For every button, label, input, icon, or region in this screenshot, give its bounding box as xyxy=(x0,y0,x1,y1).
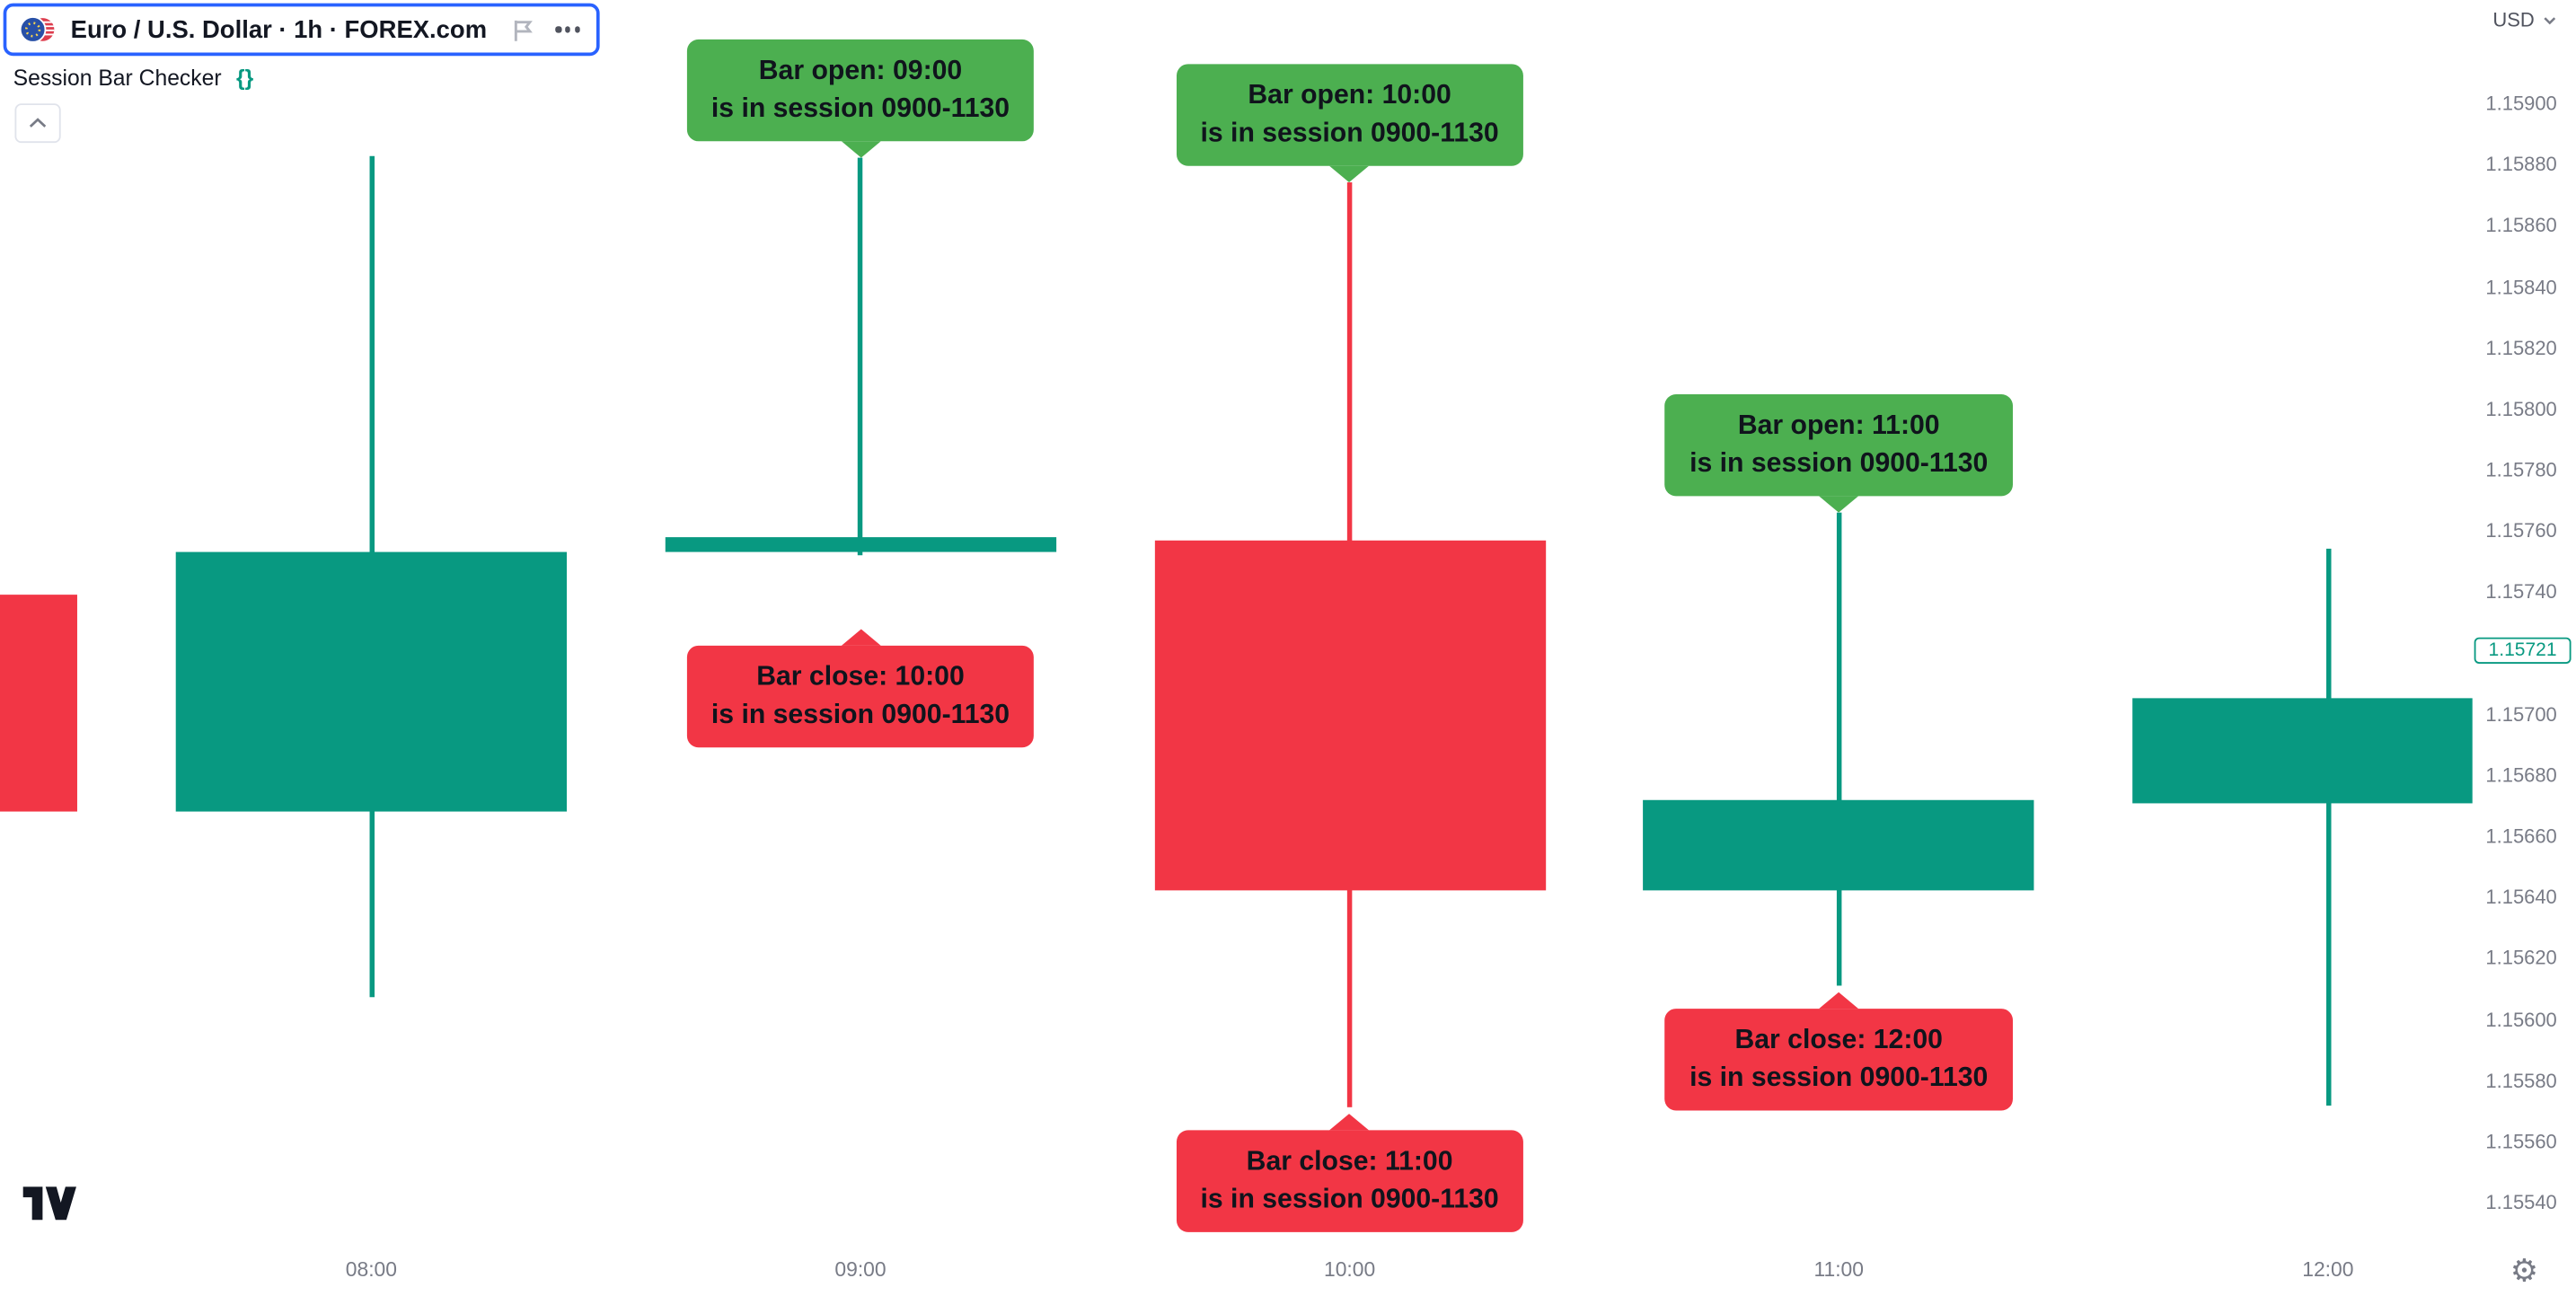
candle-wick xyxy=(2325,549,2331,1106)
currency-selector[interactable]: USD xyxy=(2473,8,2576,31)
price-tick: 1.15820 xyxy=(2485,336,2557,359)
source-code-icon[interactable]: {} xyxy=(236,66,254,91)
symbol-title-bar[interactable]: Euro / U.S. Dollar · 1h · FOREX.com xyxy=(3,3,600,57)
candle-body xyxy=(2132,699,2473,803)
arrow-down-icon xyxy=(841,142,880,159)
current-price-label: 1.15721 xyxy=(2474,637,2572,664)
price-tick: 1.15680 xyxy=(2485,763,2557,787)
price-tick: 1.15880 xyxy=(2485,153,2557,176)
price-tick: 1.15600 xyxy=(2485,1008,2557,1031)
time-axis[interactable]: 08:00 09:00 10:00 11:00 12:00 xyxy=(0,1248,2473,1296)
settings-gear-icon[interactable]: ⚙ xyxy=(2510,1255,2538,1290)
time-label: 12:00 xyxy=(2302,1258,2354,1282)
price-tick: 1.15660 xyxy=(2485,824,2557,848)
more-options-icon[interactable] xyxy=(555,27,580,32)
flag-icon[interactable] xyxy=(512,17,535,41)
candle-wick xyxy=(1836,512,1841,986)
price-tick: 1.15580 xyxy=(2485,1069,2557,1092)
time-label: 08:00 xyxy=(345,1258,397,1282)
chevron-up-icon xyxy=(29,118,47,128)
tradingview-logo[interactable] xyxy=(22,1186,77,1230)
time-label: 10:00 xyxy=(1323,1258,1376,1282)
price-tick: 1.15640 xyxy=(2485,886,2557,909)
price-tick: 1.15760 xyxy=(2485,519,2557,542)
arrow-up-icon xyxy=(841,628,880,646)
price-tick: 1.15540 xyxy=(2485,1191,2557,1214)
price-tick: 1.15700 xyxy=(2485,702,2557,726)
price-tick: 1.15800 xyxy=(2485,397,2557,420)
chart-legend: Euro / U.S. Dollar · 1h · FOREX.com Sess… xyxy=(0,0,600,144)
price-tick: 1.15900 xyxy=(2485,92,2557,116)
chevron-down-icon xyxy=(2543,16,2555,24)
price-tick: 1.15620 xyxy=(2485,947,2557,970)
arrow-down-icon xyxy=(1329,166,1370,183)
indicator-name: Session Bar Checker xyxy=(13,66,222,91)
arrow-up-icon xyxy=(1329,1114,1370,1131)
candle-wick xyxy=(858,158,863,556)
candle-body xyxy=(1643,799,2034,892)
candle-body xyxy=(665,536,1056,552)
currency-label: USD xyxy=(2492,8,2535,31)
collapse-pane-button[interactable] xyxy=(14,103,61,144)
price-tick: 1.15740 xyxy=(2485,580,2557,604)
price-tick: 1.15860 xyxy=(2485,214,2557,237)
time-label: 11:00 xyxy=(1813,1258,1864,1282)
arrow-down-icon xyxy=(1819,496,1859,513)
price-scale[interactable]: USD 1.15900 1.15880 1.15860 1.15840 1.15820 1… xyxy=(2472,0,2576,1249)
indicator-row: Session Bar Checker {} xyxy=(13,66,600,90)
axis-corner: ⚙ xyxy=(2473,1248,2576,1296)
candle-body xyxy=(1153,540,1546,892)
price-tick: 1.15840 xyxy=(2485,275,2557,298)
price-tick: 1.15560 xyxy=(2485,1130,2557,1153)
candle-body xyxy=(0,595,78,812)
symbol-title: Euro / U.S. Dollar · 1h · FOREX.com xyxy=(70,15,488,44)
symbol-pair-icon xyxy=(19,16,55,43)
arrow-up-icon xyxy=(1819,992,1859,1009)
time-label: 09:00 xyxy=(834,1258,887,1282)
price-tick: 1.15780 xyxy=(2485,458,2557,481)
candle-body xyxy=(175,551,568,812)
